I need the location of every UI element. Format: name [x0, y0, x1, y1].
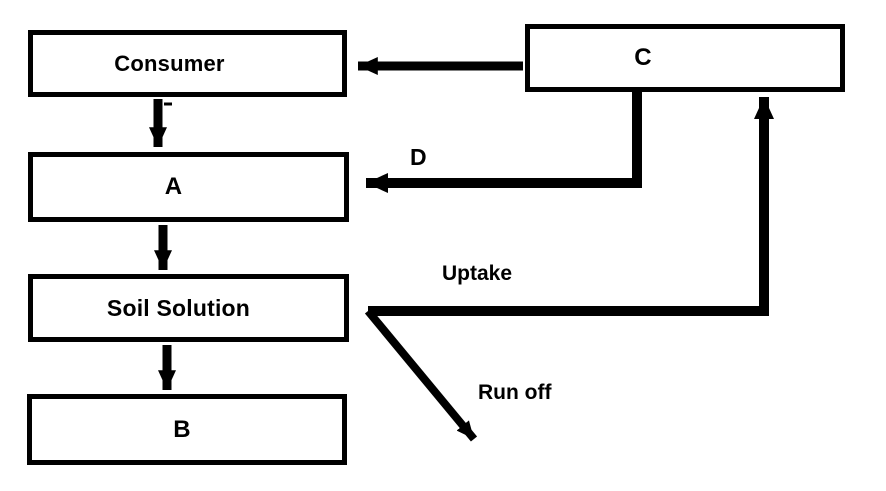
box-c-label: C: [634, 44, 652, 71]
box-soil-solution-label: Soil Solution: [106, 294, 251, 321]
box-a-label: A: [164, 173, 183, 200]
box-consumer: Consumer: [28, 30, 347, 97]
box-c: C: [525, 24, 845, 92]
box-a: A: [28, 152, 349, 222]
box-consumer-label: Consumer: [114, 50, 225, 76]
label-d: D: [410, 144, 427, 170]
box-b: B: [27, 394, 347, 465]
arrow-c-to-a-d: [366, 92, 642, 193]
box-b-label: B: [173, 415, 191, 443]
label-runoff: Run off: [478, 381, 552, 404]
arrow-soil-to-c-uptake: [368, 97, 774, 316]
label-uptake: Uptake: [442, 262, 513, 285]
box-soil-solution: Soil Solution: [28, 274, 349, 342]
arrow-runoff: [364, 308, 478, 442]
